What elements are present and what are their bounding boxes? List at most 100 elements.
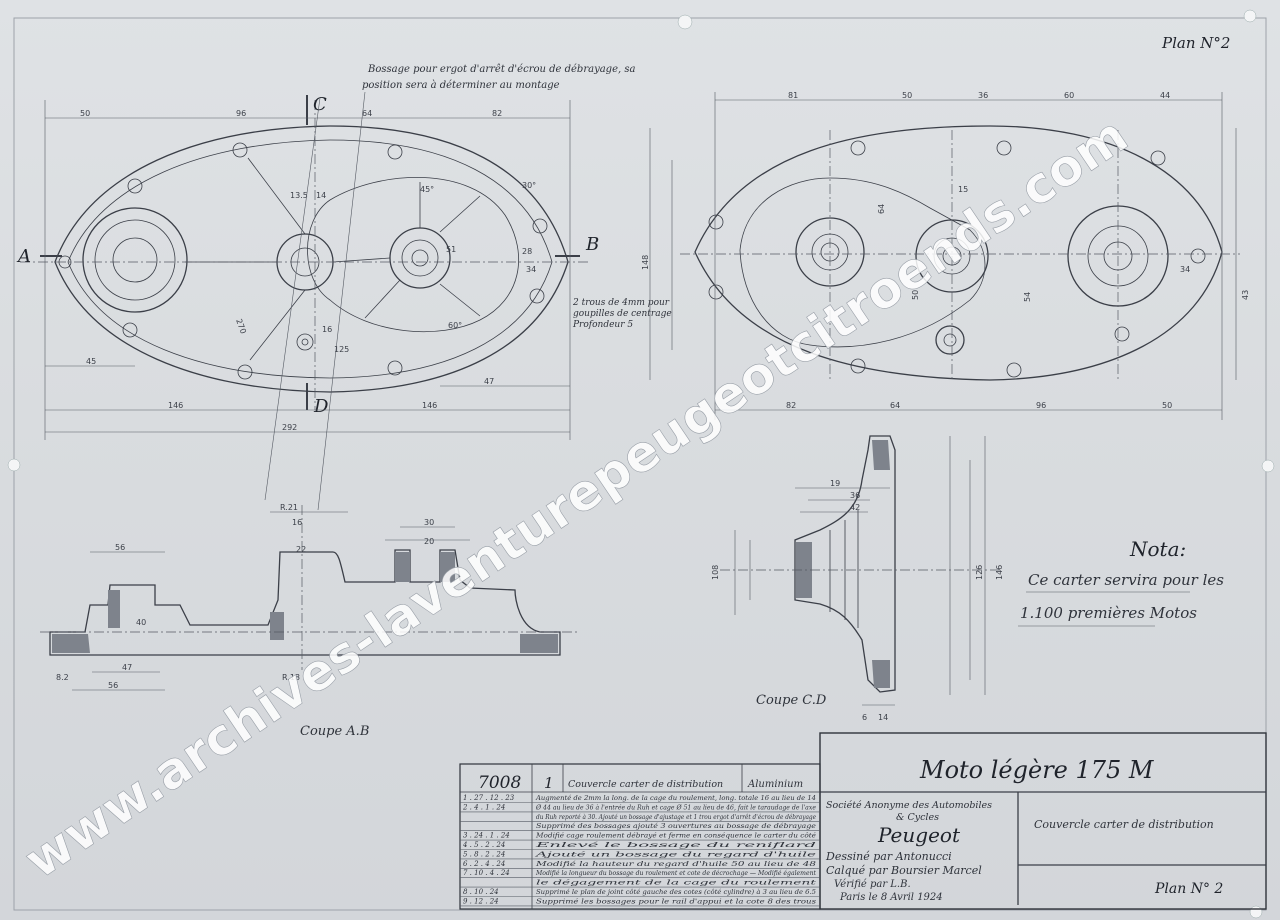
svg-text:R.18: R.18 [282, 673, 300, 682]
svg-text:125: 125 [334, 345, 349, 354]
revision-text: Ajouté un bossage du regard d'huile [534, 850, 817, 858]
svg-text:50: 50 [902, 91, 912, 100]
revision-text: Supprimé des bossages ajouté 3 ouverture… [536, 822, 816, 830]
revision-text: Supprimé le plan de joint côté gauche de… [536, 888, 816, 896]
revision-text: du Ruh reporté à 30. Ajouté un bossage d… [536, 813, 816, 821]
svg-text:28: 28 [522, 247, 532, 256]
section-label-c: C [313, 94, 327, 115]
svg-text:30°: 30° [522, 181, 536, 190]
section-label-b: B [585, 234, 599, 255]
drawn-by: Dessiné par Antonucci [825, 850, 952, 863]
svg-text:8.2: 8.2 [56, 673, 69, 682]
svg-text:34: 34 [526, 265, 536, 274]
revision-ref: 1 . 27 . 12 . 23 [463, 794, 515, 802]
pin-hole-icon [7, 458, 21, 472]
svg-text:43: 43 [1241, 290, 1250, 300]
revision-text: Augmenté de 2mm la long. de la cage du r… [535, 794, 816, 802]
svg-text:50: 50 [911, 290, 920, 300]
holes-note-line2: goupilles de centrage [573, 309, 672, 319]
svg-text:270: 270 [234, 318, 248, 335]
section-label-a: A [16, 246, 31, 267]
section-ab-label: Coupe A.B [300, 724, 369, 739]
pin-hole-icon [1249, 905, 1263, 919]
section-label-d: D [313, 396, 329, 417]
svg-text:36: 36 [978, 91, 988, 100]
nota-block: Nota: Ce carter servira pour les 1.100 p… [1018, 537, 1224, 627]
nota-title: Nota: [1129, 537, 1186, 561]
svg-text:146: 146 [422, 401, 437, 410]
svg-text:64: 64 [877, 204, 886, 214]
revision-text: Modifié la hauteur du regard d'huile 50 … [534, 860, 816, 868]
svg-text:50: 50 [80, 109, 90, 118]
svg-text:45°: 45° [420, 185, 434, 194]
rear-view-right: 81 50 36 60 44 82 64 96 50 148 43 50 64 … [641, 91, 1250, 420]
revision-ref: 2 . 4 . 1 . 24 [462, 803, 505, 811]
svg-text:16: 16 [322, 325, 332, 334]
svg-text:20: 20 [424, 537, 434, 546]
title-block: Moto légère 175 M Société Anonyme des Au… [819, 732, 1267, 910]
revision-ref: 6 . 2 . 4 . 24 [463, 860, 505, 868]
traced-by: Calqué par Boursier Marcel [826, 864, 982, 877]
revision-ref: 7 . 10 . 4 . 24 [463, 869, 510, 877]
revision-ref: 3 . 24 . 1 . 24 [463, 832, 510, 840]
svg-text:64: 64 [890, 401, 900, 410]
svg-text:45: 45 [86, 357, 96, 366]
revision-rows: 1 . 27 . 12 . 23 Augmenté de 2mm la long.… [460, 794, 820, 907]
svg-text:47: 47 [122, 663, 132, 672]
svg-text:146: 146 [168, 401, 183, 410]
svg-text:6: 6 [862, 713, 867, 722]
revision-ref: 4 . 5 . 2 . 24 [462, 841, 505, 849]
company-line2: & Cycles [896, 812, 939, 823]
svg-text:47: 47 [484, 377, 494, 386]
revision-text: Modifié la longueur du bossage du roulem… [535, 869, 816, 877]
svg-text:14: 14 [316, 191, 326, 200]
svg-text:14: 14 [878, 713, 888, 722]
drawing-date: Paris le 8 Avril 1924 [839, 892, 943, 903]
plan-number-top: Plan N°2 [1161, 34, 1230, 52]
revision-ref: 5 . 8 . 2 . 24 [463, 850, 505, 858]
company-line1: Société Anonyme des Automobiles [826, 800, 992, 811]
svg-text:54: 54 [1023, 292, 1032, 302]
svg-text:42: 42 [850, 503, 860, 512]
svg-text:R.21: R.21 [280, 503, 298, 512]
svg-text:292: 292 [282, 423, 297, 432]
svg-text:34: 34 [1180, 265, 1190, 274]
part-number: 7008 [478, 773, 521, 793]
svg-text:19: 19 [830, 479, 840, 488]
section-ab-view: 56 56 47 30 16 22 20 40 8.2 R.18 R.21 Co… [40, 503, 580, 739]
svg-text:82: 82 [492, 109, 502, 118]
svg-text:96: 96 [236, 109, 246, 118]
drawing-title: Moto légère 175 M [919, 756, 1155, 784]
revision-text: Supprimé les bossages pour le rail d'app… [536, 897, 817, 905]
svg-text:13.5: 13.5 [290, 191, 308, 200]
svg-text:16: 16 [292, 518, 302, 527]
revision-ref: 8 . 10 . 24 [463, 888, 499, 896]
svg-text:30: 30 [424, 518, 434, 527]
front-view-left: C D A B 50 96 64 82 45 47 146 146 292 30… [16, 64, 672, 511]
svg-text:81: 81 [788, 91, 798, 100]
revision-text: Ø 44 au lieu de 36 à l'entrée du Ruh et … [535, 803, 816, 811]
nota-line2: 1.100 premières Motos [1020, 604, 1197, 622]
pin-hole-icon [677, 14, 693, 30]
svg-text:50: 50 [1162, 401, 1172, 410]
verified-by: Vérifié par L.B. [834, 879, 911, 890]
svg-text:60: 60 [1064, 91, 1074, 100]
svg-text:96: 96 [1036, 401, 1046, 410]
svg-text:60°: 60° [448, 321, 462, 330]
revision-table: 7008 1 Couvercle carter de distribution … [459, 763, 821, 910]
boss-note-line2: position sera à déterminer au montage [362, 80, 560, 91]
part-name: Couvercle carter de distribution [1034, 818, 1214, 831]
part-label: Couvercle carter de distribution [568, 779, 723, 790]
svg-text:146: 146 [995, 565, 1004, 580]
part-material: Aluminium [747, 779, 803, 790]
svg-text:56: 56 [108, 681, 118, 690]
svg-text:108: 108 [711, 565, 720, 580]
brand-logo: Peugeot [877, 823, 961, 847]
plan-number-bottom: Plan N° 2 [1154, 881, 1223, 897]
svg-text:44: 44 [1160, 91, 1170, 100]
svg-text:22: 22 [296, 545, 306, 554]
svg-text:40: 40 [136, 618, 146, 627]
revision-ref: 9 . 12 . 24 [463, 897, 499, 905]
